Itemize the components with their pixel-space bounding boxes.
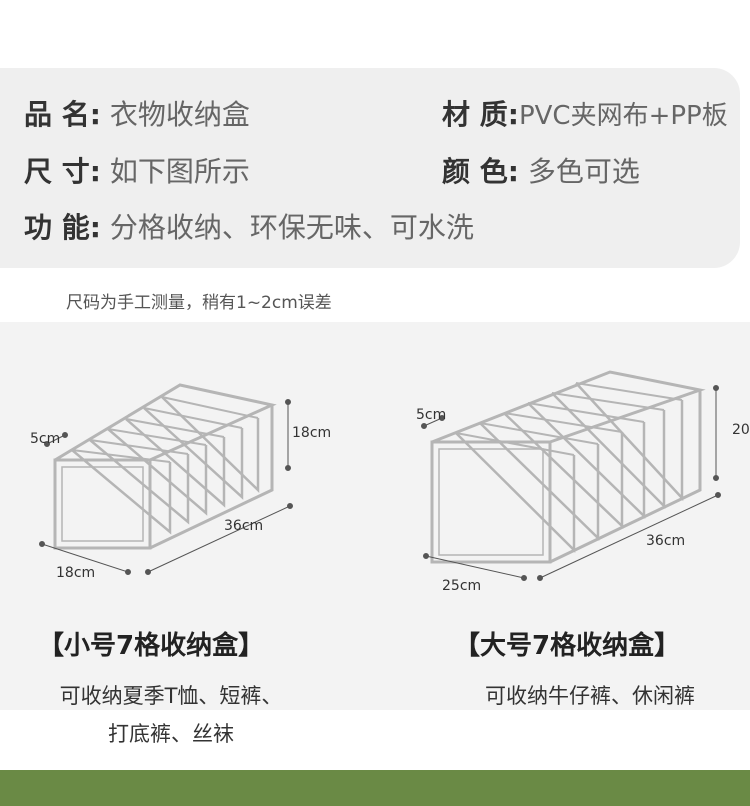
small-dim-length: 36cm: [224, 518, 263, 534]
large-box-front-inner: [438, 448, 544, 556]
small-box-right-side: [149, 405, 274, 550]
spec-material-value: PVC夹网布+PP板: [518, 101, 728, 131]
large-dim-width: 25cm: [442, 578, 481, 594]
small-box-diagram: 5cm 18cm 36cm 18cm: [30, 383, 331, 581]
spec-function-label: 功 能:: [24, 211, 101, 244]
small-box-desc-line1: 可收纳夏季T恤、短裤、: [59, 684, 283, 708]
small-box-front: [53, 458, 152, 550]
spec-size-row: 尺 寸: 如下图所示: [24, 155, 250, 189]
spec-color-label: 颜 色:: [442, 155, 519, 188]
large-box-diagram: 5cm 20 36cm 25cm: [416, 370, 750, 594]
small-width-line: [41, 543, 129, 573]
large-width-line: [425, 555, 525, 579]
small-dim-height: 18cm: [292, 425, 331, 441]
large-box-right-side: [549, 390, 702, 564]
large-box-top-rim: [431, 370, 706, 444]
diagram-area: [0, 322, 750, 710]
small-dim-width: 18cm: [56, 565, 95, 581]
large-length-line: [539, 494, 719, 579]
large-box-title: 【大号7格收纳盒】: [454, 631, 681, 661]
large-dim-top: 5cm: [416, 407, 446, 423]
small-box-title: 【小号7格收纳盒】: [38, 631, 265, 661]
spec-name-row: 品 名: 衣物收纳盒: [24, 98, 250, 132]
small-top-line: [46, 434, 66, 445]
small-box-front-inner: [61, 466, 144, 542]
small-box-desc-line2: 打底裤、丝袜: [108, 722, 234, 746]
spec-material-label: 材 质:: [442, 98, 519, 131]
small-length-line: [147, 505, 291, 573]
spec-function-row: 功 能: 分格收纳、环保无味、可水洗: [24, 211, 474, 245]
large-box-dividers: [455, 382, 684, 553]
large-box-divider-tops: [455, 382, 683, 456]
spec-color-row: 颜 色: 多色可选: [442, 155, 640, 189]
bottom-color-band: [0, 770, 750, 806]
spec-panel: [0, 68, 740, 268]
measurement-note: 尺码为手工测量，稍有1~2cm误差: [66, 293, 332, 313]
spec-color-value: 多色可选: [527, 155, 640, 188]
spec-material-row: 材 质:PVC夹网布+PP板: [442, 98, 728, 133]
spec-function-value: 分格收纳、环保无味、可水洗: [109, 211, 474, 244]
small-dim-top: 5cm: [30, 431, 60, 447]
large-top-line: [423, 417, 443, 427]
large-dim-length: 36cm: [646, 533, 685, 549]
spec-size-value: 如下图所示: [109, 155, 250, 188]
spec-size-label: 尺 寸:: [24, 155, 101, 188]
large-box-desc-line1: 可收纳牛仔裤、休闲裤: [485, 684, 695, 708]
small-box-divider-tops: [71, 396, 259, 463]
small-box-dividers: [71, 396, 260, 535]
spec-name-value: 衣物收纳盒: [109, 98, 250, 131]
spec-name-label: 品 名:: [24, 98, 101, 131]
large-dim-height: 20: [732, 422, 750, 438]
small-box-top-rim: [54, 383, 277, 462]
large-box-front: [430, 440, 552, 564]
